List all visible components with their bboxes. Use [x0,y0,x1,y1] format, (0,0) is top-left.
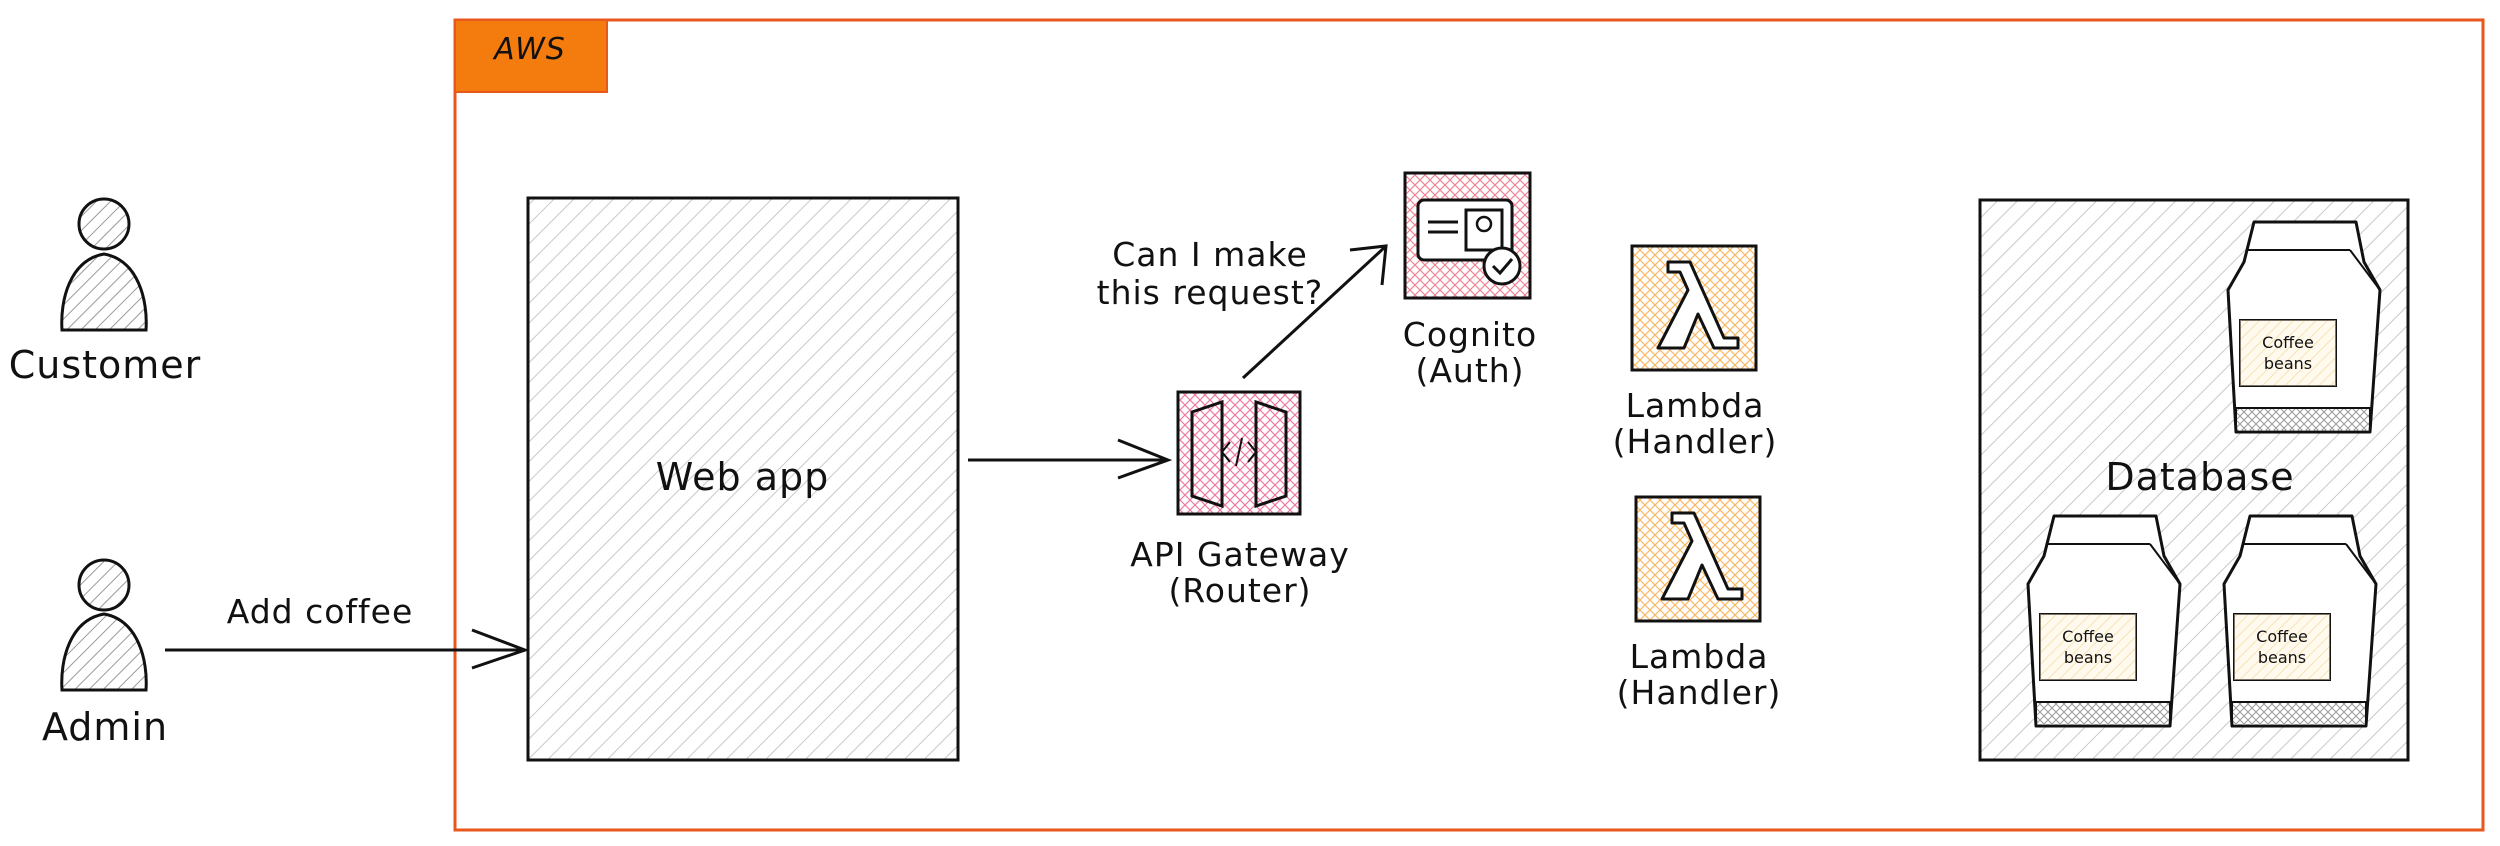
bag-label-line2: beans [2257,648,2307,667]
lambda-label-line2: (Handler) [1616,673,1782,712]
gateway-cognito-label-line2: this request? [1096,273,1324,312]
cognito-label-line1: Cognito [1402,315,1538,354]
api-gateway-label-line1: API Gateway [1130,535,1350,574]
admin-label: Admin [41,705,169,749]
bag-label-line1: Coffee [2256,627,2308,646]
lambda-label-line2: (Handler) [1612,422,1778,461]
bag-label-line1: Coffee [2062,627,2114,646]
cognito-label-line2: (Auth) [1415,351,1525,390]
coffee-bag-icon [2026,514,2182,728]
lambda-label-line1: Lambda [1625,386,1765,425]
customer-label: Customer [8,343,202,387]
web-app-box [526,196,960,762]
aws-label: AWS [494,32,566,67]
lambda-icon [1630,244,1758,372]
bag-label-line1: Coffee [2262,333,2314,352]
admin-to-webapp-arrow-icon [165,628,530,670]
api-gateway-icon [1176,390,1302,516]
gateway-to-cognito-arrow-icon [1241,244,1388,380]
admin-person-icon [60,558,148,692]
lambda-label-line1: Lambda [1629,637,1769,676]
bag-label-line2: beans [2063,648,2113,667]
cognito-icon [1403,171,1532,300]
coffee-bag-icon [2226,220,2382,434]
web-app-label: Web app [655,455,830,499]
bag-label-line2: beans [2263,354,2313,373]
aws-tab [454,19,608,93]
api-gateway-label-line2: (Router) [1168,571,1312,610]
gateway-cognito-label-line1: Can I make [1112,235,1308,274]
add-coffee-label: Add coffee [226,592,414,631]
database-label: Database [2105,455,2295,499]
coffee-bag-icon [2222,514,2378,728]
webapp-to-gateway-arrow-icon [968,438,1173,480]
customer-person-icon [60,197,148,332]
aws-boundary [453,18,2485,832]
aws-container [453,18,2485,832]
lambda-icon [1634,495,1762,623]
